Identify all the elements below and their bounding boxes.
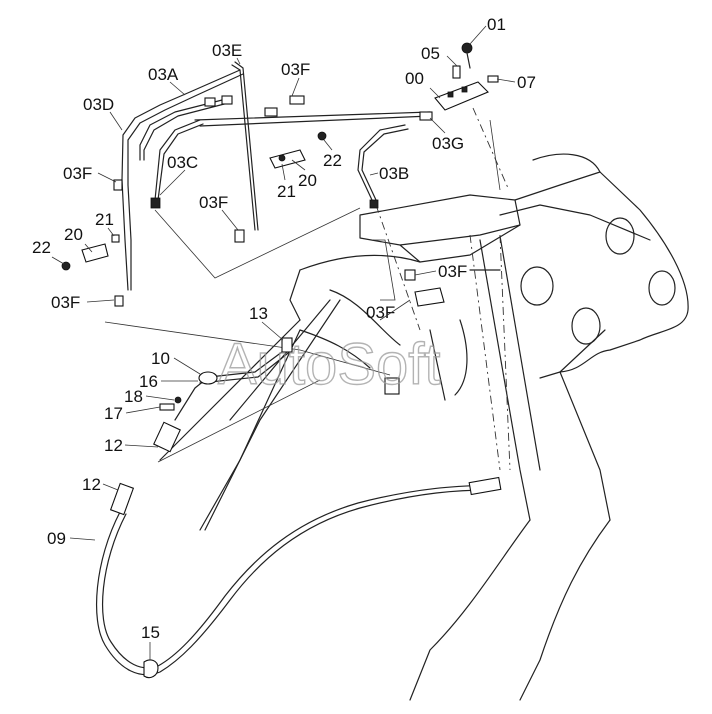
steel-pipes: [121, 61, 431, 291]
boom-structure: [159, 153, 689, 701]
callout-03E: 03E: [212, 41, 242, 60]
callout-03F-left: 03F: [63, 164, 92, 183]
callout-17: 17: [104, 404, 123, 423]
callout-07: 07: [517, 73, 536, 92]
callout-22-left: 22: [32, 238, 51, 257]
callout-05: 05: [421, 44, 440, 63]
hose-09: [96, 484, 491, 676]
callout-10: 10: [151, 349, 170, 368]
callout-03F-middle: 03F: [199, 193, 228, 212]
leader-lines: [104, 119, 501, 463]
callout-03A: 03A: [148, 65, 179, 84]
callout-09: 09: [47, 529, 66, 548]
callout-21-upper: 21: [277, 182, 296, 201]
callout-12-upper: 12: [104, 436, 123, 455]
callout-18: 18: [124, 387, 143, 406]
center-lines: [375, 107, 511, 471]
callout-00: 00: [405, 69, 424, 88]
callout-labels: 01 05 00 07 03E 03A 03F 03D 03G 03C 22 2…: [32, 15, 536, 642]
callout-15: 15: [141, 623, 160, 642]
callout-03F-right: 03F: [366, 303, 395, 322]
callout-03D: 03D: [83, 95, 114, 114]
callout-01: 01: [487, 15, 506, 34]
callout-03C: 03C: [167, 153, 198, 172]
callout-13: 13: [249, 304, 268, 323]
callout-21-left: 21: [95, 210, 114, 229]
callout-03F-bottom-left: 03F: [51, 293, 80, 312]
callout-03G: 03G: [432, 134, 464, 153]
callout-03B: 03B: [379, 164, 409, 183]
callout-16: 16: [139, 372, 158, 391]
watermark-autosoft: AutoSoft: [218, 332, 440, 397]
callout-20-left: 20: [64, 225, 83, 244]
callout-20-upper: 20: [298, 171, 317, 190]
callout-22-upper: 22: [323, 151, 342, 170]
callout-12-lower: 12: [82, 475, 101, 494]
callout-leaders: [51, 25, 516, 660]
callout-03F-top: 03F: [281, 60, 310, 79]
callout-03F-bracket: 03F: [438, 262, 467, 281]
